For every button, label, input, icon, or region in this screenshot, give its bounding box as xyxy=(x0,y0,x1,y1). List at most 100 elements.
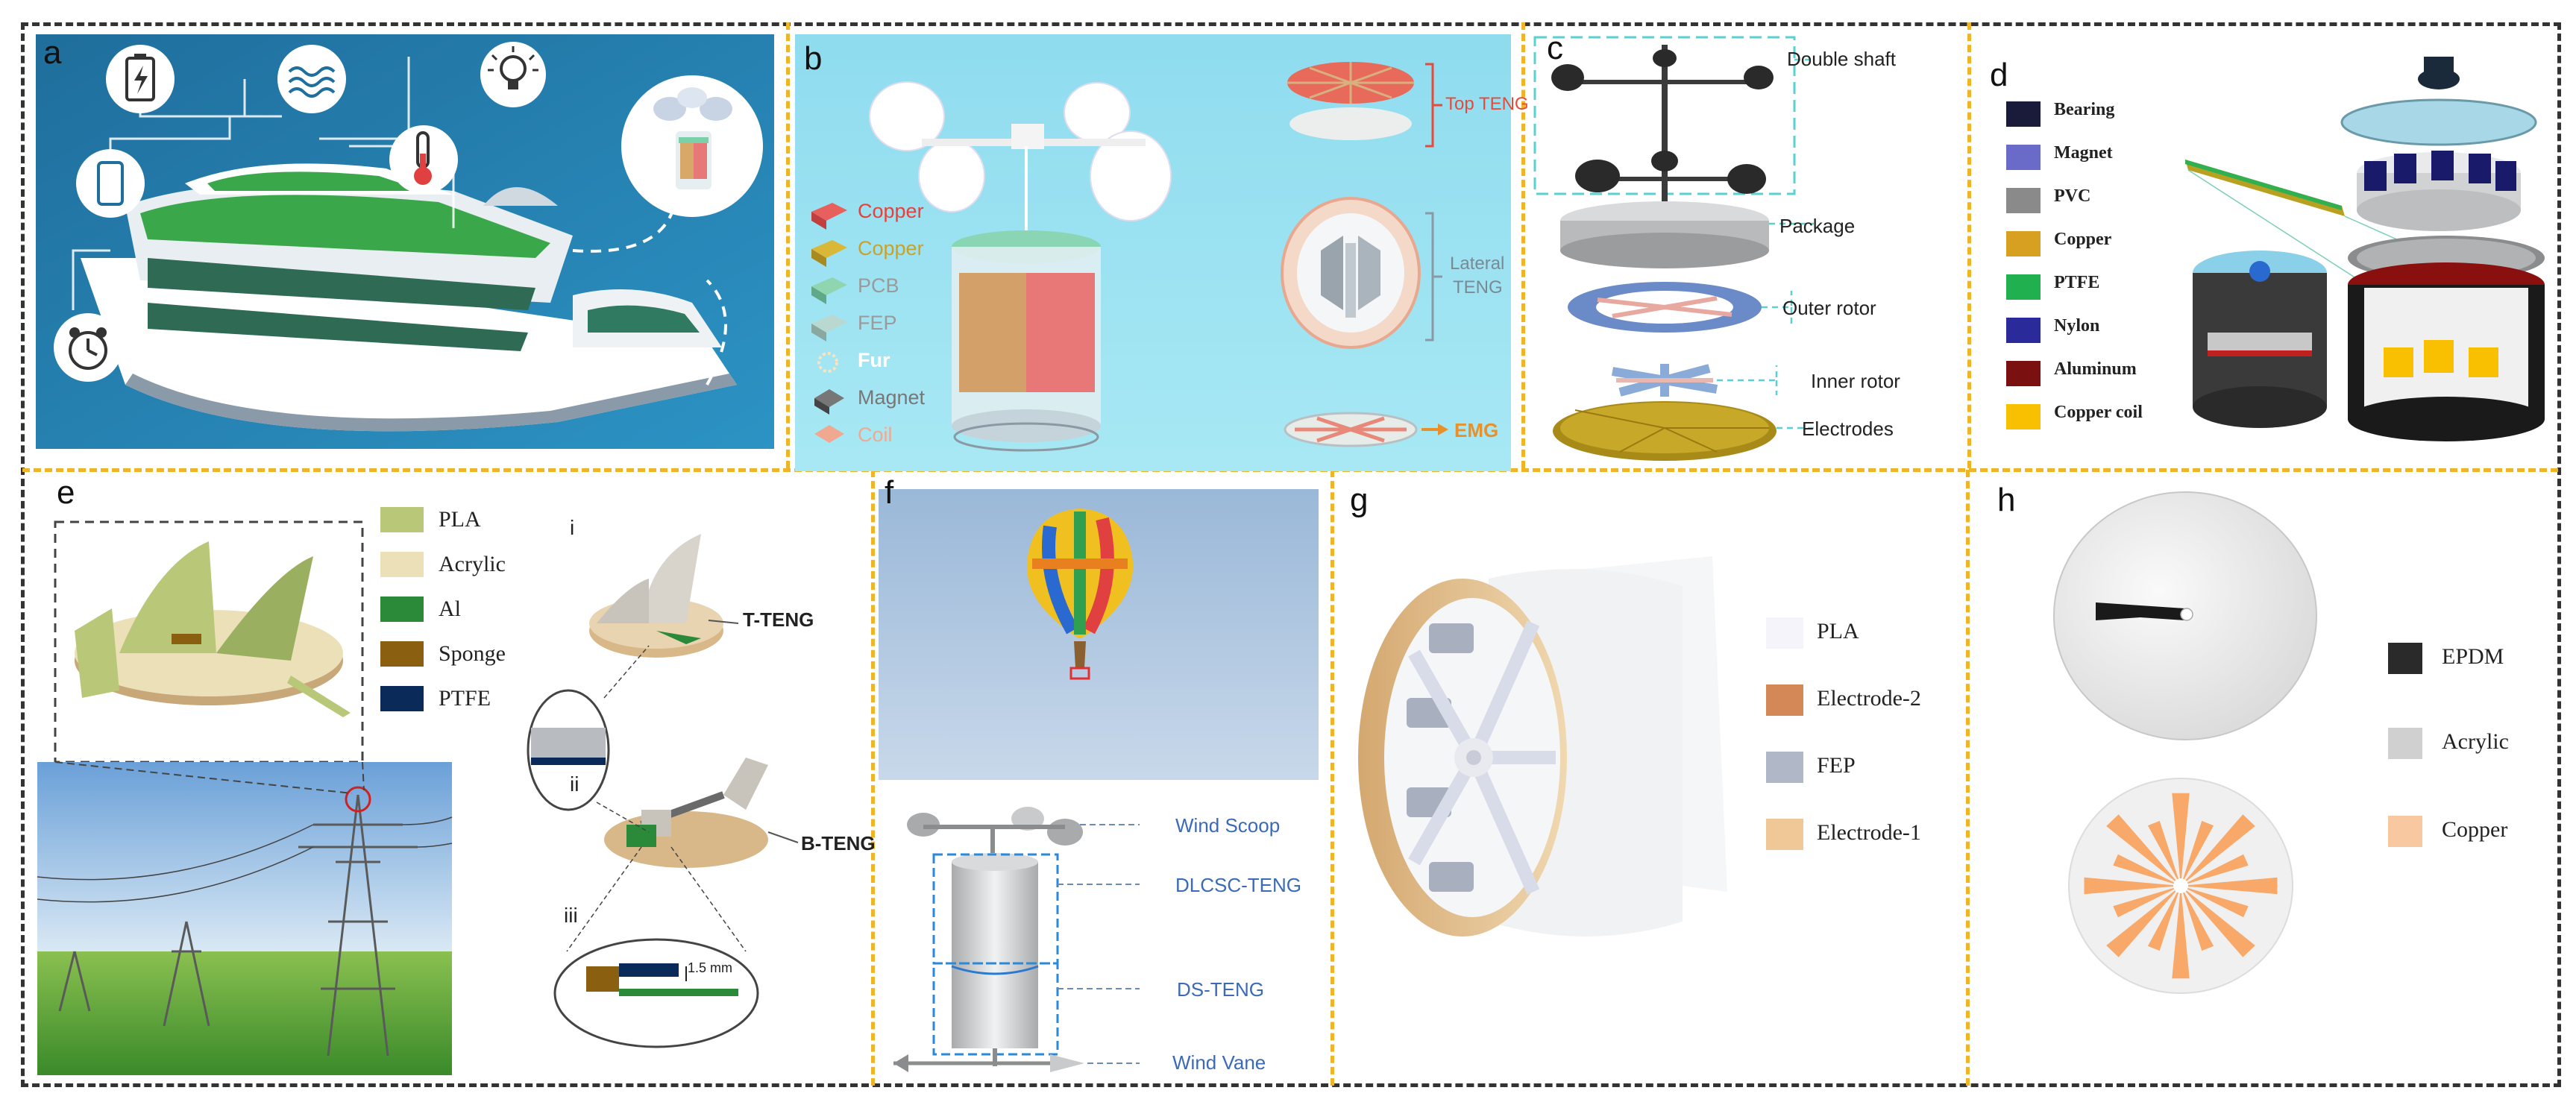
d-legend-pvc: PVC xyxy=(2054,186,2091,206)
panel-c-exploded-illustration xyxy=(1533,36,1814,461)
copper-electrode-pattern xyxy=(2084,793,2278,979)
b-lateral-teng-label-1: Lateral xyxy=(1450,254,1505,274)
d-legend-aluminum: Aluminum xyxy=(2054,359,2137,379)
d-legend-magnet: Magnet xyxy=(2054,143,2113,163)
g-legend-fep: FEP xyxy=(1817,753,1856,778)
b-legend-copper-yellow: Copper xyxy=(858,237,924,259)
c-label-electrodes: Electrodes xyxy=(1802,418,1894,440)
panel-e-legend-swatches xyxy=(380,507,424,711)
copper-petal xyxy=(2181,886,2249,918)
b-lateral-teng-label-2: TENG xyxy=(1453,277,1503,298)
g-legend-electrode-1: Electrode-1 xyxy=(1817,820,1921,845)
b-legend-fur: Fur xyxy=(858,349,890,371)
copper-petal xyxy=(2181,814,2255,886)
e-legend-ptfe: PTFE xyxy=(439,686,491,711)
panel-f: f Wind Scoop DLCSC-TENG DS-TENG Wind Van… xyxy=(879,474,1329,1084)
d-legend-copper: Copper xyxy=(2054,230,2112,249)
panel-c: c Double shaft Package Outer rotor Inner… xyxy=(1530,30,1963,470)
e-roman-ii: ii xyxy=(570,772,579,796)
h-legend-copper: Copper xyxy=(2442,817,2508,842)
panel-b-device-illustration xyxy=(795,34,1511,471)
g-legend-pla: PLA xyxy=(1817,619,1859,643)
panel-b-label: b xyxy=(804,40,823,77)
panel-g-legend-swatches xyxy=(1766,617,1803,850)
e-roman-iii: iii xyxy=(564,904,578,927)
panel-a-ship-illustration xyxy=(36,34,774,449)
copper-petal xyxy=(2172,886,2190,979)
divider-ef xyxy=(871,470,875,1086)
copper-petal xyxy=(2172,793,2190,886)
divider-cd xyxy=(1967,22,1971,468)
copper-petal xyxy=(2113,854,2181,886)
d-legend-ptfe: PTFE xyxy=(2054,273,2100,292)
copper-petal xyxy=(2147,886,2181,951)
c-label-package: Package xyxy=(1779,215,1856,237)
b-legend-pcb: PCB xyxy=(858,274,899,297)
panel-a-label: a xyxy=(43,34,62,71)
lateral-teng-exploded xyxy=(1281,197,1421,349)
b-legend-coil: Coil xyxy=(858,424,893,446)
e-t-teng-label: T-TENG xyxy=(743,608,814,631)
light-bulb-icon xyxy=(480,42,546,107)
copper-petal xyxy=(2181,877,2278,895)
thermometer-icon xyxy=(389,125,458,194)
e-legend-acrylic: Acrylic xyxy=(439,552,506,576)
panel-g-label: g xyxy=(1350,482,1369,518)
panel-b: b Copper Copper PCB FEP Fur Magnet Coil … xyxy=(795,34,1529,471)
panel-g: g PLA Electrode-2 FEP Electrode-1 xyxy=(1339,474,1963,1084)
b-emg-label: EMG xyxy=(1454,419,1499,441)
panel-c-label: c xyxy=(1547,30,1563,66)
copper-petal xyxy=(2106,814,2181,886)
panel-e: e PLA Acrylic Al Sponge PTFE i ii iii T-… xyxy=(30,474,876,1084)
copper-petal xyxy=(2181,886,2214,951)
copper-petal xyxy=(2106,886,2181,957)
e-legend-sponge: Sponge xyxy=(439,641,506,666)
divider-ab xyxy=(786,22,790,468)
copper-petal xyxy=(2181,854,2249,886)
panel-a: a xyxy=(36,34,774,449)
h-legend-epdm: EPDM xyxy=(2442,644,2504,669)
b-legend-fep: FEP xyxy=(858,312,897,334)
d-legend-copper-coil: Copper coil xyxy=(2054,403,2143,422)
panel-h: h EPDM Acrylic Copper xyxy=(1976,474,2558,1084)
panel-d-label: d xyxy=(1990,57,2008,93)
water-waves-icon xyxy=(277,45,346,113)
e-b-teng-label: B-TENG xyxy=(801,832,876,854)
copper-petal xyxy=(2084,877,2181,895)
c-label-double-shaft: Double shaft xyxy=(1787,48,1896,70)
panel-h-illustration xyxy=(2053,491,2422,994)
wind-teng-device-icon xyxy=(621,75,763,217)
f-label-ds-teng: DS-TENG xyxy=(1177,978,1264,1001)
top-teng-exploded xyxy=(1287,62,1414,140)
f-label-wind-scoop: Wind Scoop xyxy=(1175,814,1281,837)
divider-bc xyxy=(1521,22,1525,468)
d-legend-nylon: Nylon xyxy=(2054,316,2100,336)
c-label-inner-rotor: Inner rotor xyxy=(1811,370,1900,392)
anemometer-cups xyxy=(869,81,1172,243)
c-label-outer-rotor: Outer rotor xyxy=(1782,297,1876,319)
panel-h-label: h xyxy=(1997,482,2016,518)
panel-d-legend-swatches xyxy=(2006,101,2041,429)
panel-d-device-illustration xyxy=(2006,57,2545,441)
panel-d: d Bearing Magnet PVC Copper PTFE Nylon A… xyxy=(1976,34,2558,467)
smartphone-icon xyxy=(76,149,145,218)
panel-g-illustration xyxy=(1358,556,1803,937)
figure-frame xyxy=(21,22,2561,1087)
f-label-wind-vane: Wind Vane xyxy=(1172,1051,1266,1074)
copper-petal xyxy=(2113,886,2181,918)
panel-h-legend-swatches xyxy=(2388,643,2422,847)
d-legend-bearing: Bearing xyxy=(2054,100,2115,119)
battery-icon xyxy=(106,45,175,113)
alarm-clock-icon xyxy=(54,313,122,382)
divider-fg xyxy=(1331,470,1334,1086)
e-legend-al: Al xyxy=(439,597,461,621)
e-roman-i: i xyxy=(570,516,575,539)
cylinder-housing xyxy=(952,230,1101,452)
h-legend-acrylic: Acrylic xyxy=(2442,729,2509,754)
copper-petal xyxy=(2181,886,2255,957)
panel-b-legend-swatches xyxy=(811,203,847,443)
e-legend-pla: PLA xyxy=(439,507,481,532)
e-gap-label: 1.5 mm xyxy=(688,960,733,975)
b-legend-copper-red: Copper xyxy=(858,200,924,222)
panel-e-illustration xyxy=(37,507,799,1075)
